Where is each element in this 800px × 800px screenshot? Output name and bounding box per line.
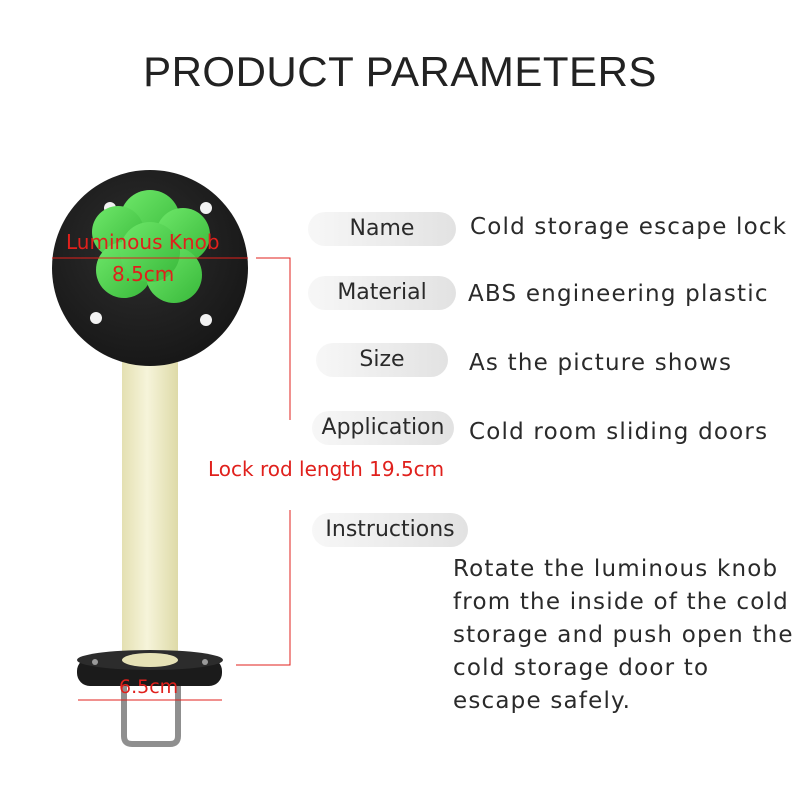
knob-size-label: 8.5cm	[112, 262, 175, 286]
luminous-knob	[92, 190, 210, 303]
param-value-instructions: Rotate the luminous knob from the inside…	[453, 556, 794, 714]
param-label-name: Name	[308, 212, 456, 246]
page-title: PRODUCT PARAMETERS	[143, 48, 657, 95]
base-size-label: 6.5cm	[119, 676, 179, 698]
rod-length-label: Lock rod length 19.5cm	[208, 457, 445, 481]
param-label-material: Material	[308, 276, 456, 310]
param-value-size: As the picture shows	[469, 350, 733, 376]
param-label-application: Application	[312, 411, 454, 445]
param-value-application: Cold room sliding doors	[469, 419, 769, 445]
param-value-material: ABS engineering plastic	[468, 281, 769, 307]
base-plate	[77, 650, 223, 686]
rod-dimension-bracket-bottom	[236, 510, 291, 666]
lock-rod	[122, 340, 178, 675]
param-value-name: Cold storage escape lock	[470, 214, 788, 240]
steel-loop	[121, 686, 181, 747]
param-label-size: Size	[316, 343, 448, 377]
rod-dimension-bracket-top	[256, 257, 291, 420]
param-label-instructions: Instructions	[312, 513, 468, 547]
knob-label: Luminous Knob	[66, 230, 220, 254]
